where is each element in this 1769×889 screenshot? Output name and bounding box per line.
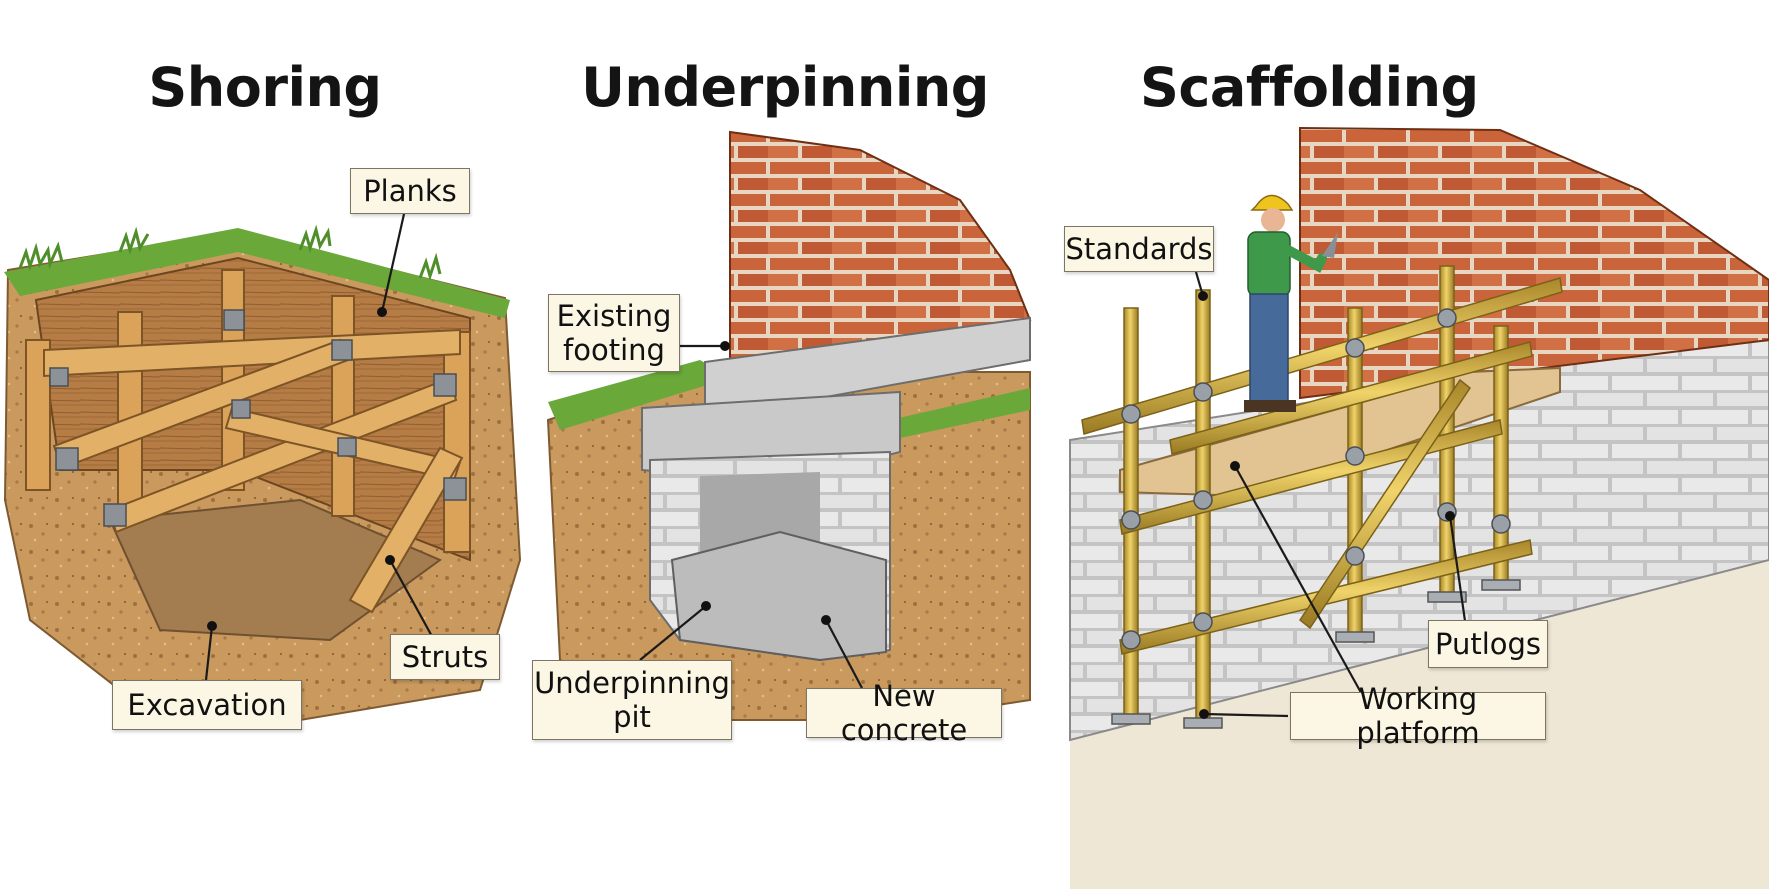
grass-tufts (18, 224, 442, 282)
scaffolding-title: Scaffolding (1140, 56, 1479, 119)
shoring-illustration (3, 224, 522, 722)
putlogs-label: Putlogs (1428, 620, 1548, 668)
grass-right (890, 388, 1030, 438)
underpinning-pit-label: Underpinning pit (532, 660, 732, 740)
couplers (1121, 308, 1511, 650)
base-plates (1111, 579, 1521, 729)
head (1261, 208, 1285, 232)
boots (1244, 400, 1296, 412)
new-concrete-block (670, 530, 887, 662)
worker-figure (1244, 194, 1338, 412)
arm (1283, 245, 1327, 273)
leader-lines (204, 213, 1468, 718)
trowel (1322, 232, 1338, 258)
hard-hat (1250, 194, 1294, 211)
shoring-title: Shoring (148, 56, 382, 119)
green-shirt (1247, 231, 1291, 297)
underpinning-title: Underpinning (581, 56, 989, 119)
planks-label: Planks (350, 168, 470, 214)
scaffolding-illustration (1069, 126, 1769, 889)
wales (43, 328, 464, 614)
existing-footing-block (704, 316, 1031, 409)
existing-footing-label: Existing footing (548, 294, 680, 372)
struts-label: Struts (390, 634, 500, 680)
jeans (1249, 293, 1289, 403)
standards-label: Standards (1064, 226, 1214, 272)
new-concrete-label: New concrete (806, 679, 1002, 747)
plate-clamps (49, 309, 467, 527)
underpinning-illustration (546, 130, 1032, 721)
excavation-label: Excavation (112, 680, 302, 730)
leader-dots (207, 291, 1455, 719)
grass-left (548, 360, 730, 430)
working-platform-label: Working platform (1290, 682, 1546, 750)
